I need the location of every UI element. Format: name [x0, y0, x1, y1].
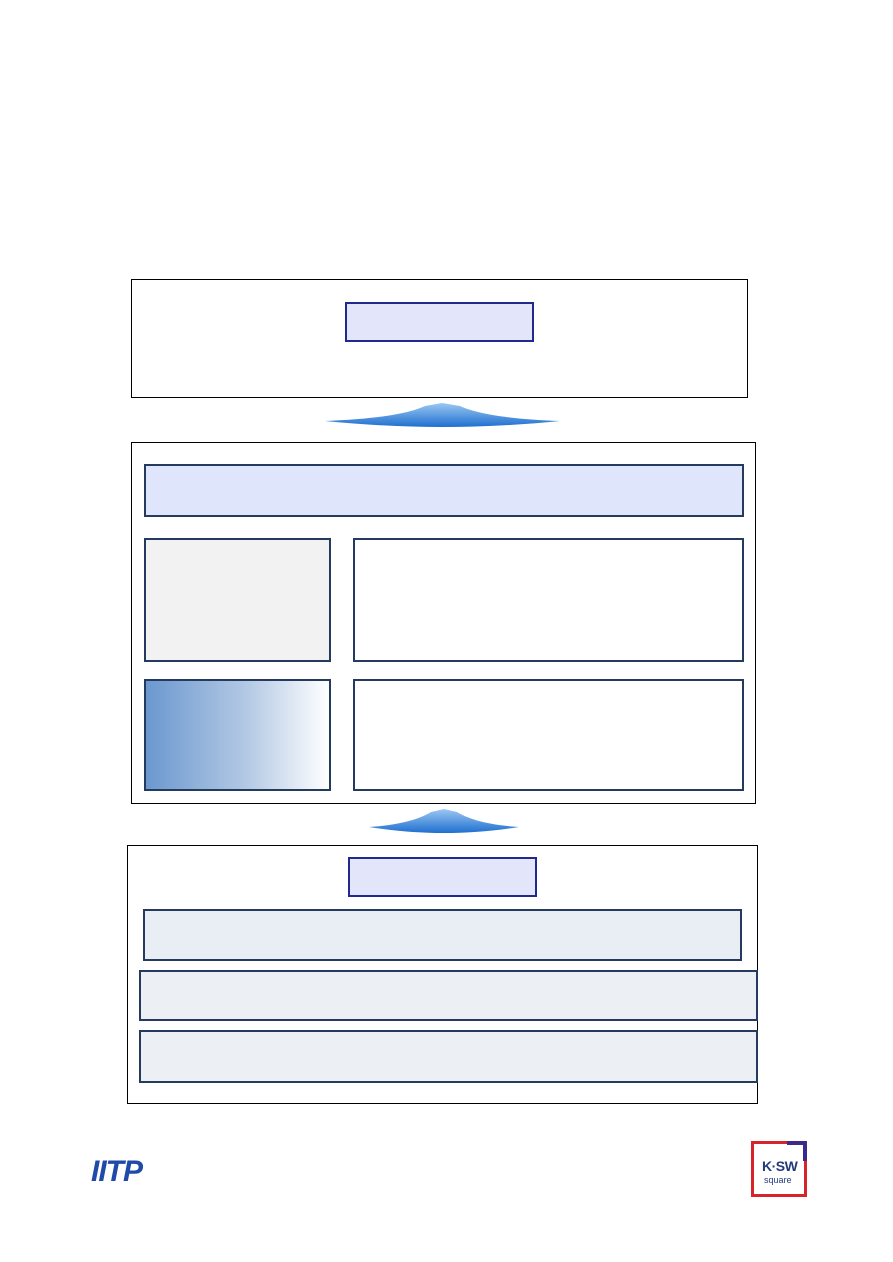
- bottom-band-1: [143, 909, 742, 961]
- middle-panel-header: [144, 464, 744, 517]
- ksw-logo-subtext: square: [764, 1175, 792, 1185]
- bottom-band-3: [139, 1030, 758, 1083]
- middle-row1-right-cell: [353, 538, 744, 662]
- logo-corner-mark: [787, 1141, 807, 1161]
- ksw-square-logo: K·SW square: [751, 1141, 807, 1197]
- middle-row2-right-cell: [353, 679, 744, 791]
- up-arrow-icon: [369, 809, 519, 833]
- middle-row2-left-cell: [144, 679, 331, 791]
- middle-row1-left-cell: [144, 538, 331, 662]
- bottom-panel-title: [348, 857, 537, 897]
- top-panel-title: [345, 302, 534, 342]
- up-arrow-icon: [325, 403, 560, 427]
- iitp-logo: IITP: [91, 1155, 143, 1188]
- bottom-band-2: [139, 970, 758, 1021]
- ksw-logo-text: K·SW: [762, 1158, 798, 1174]
